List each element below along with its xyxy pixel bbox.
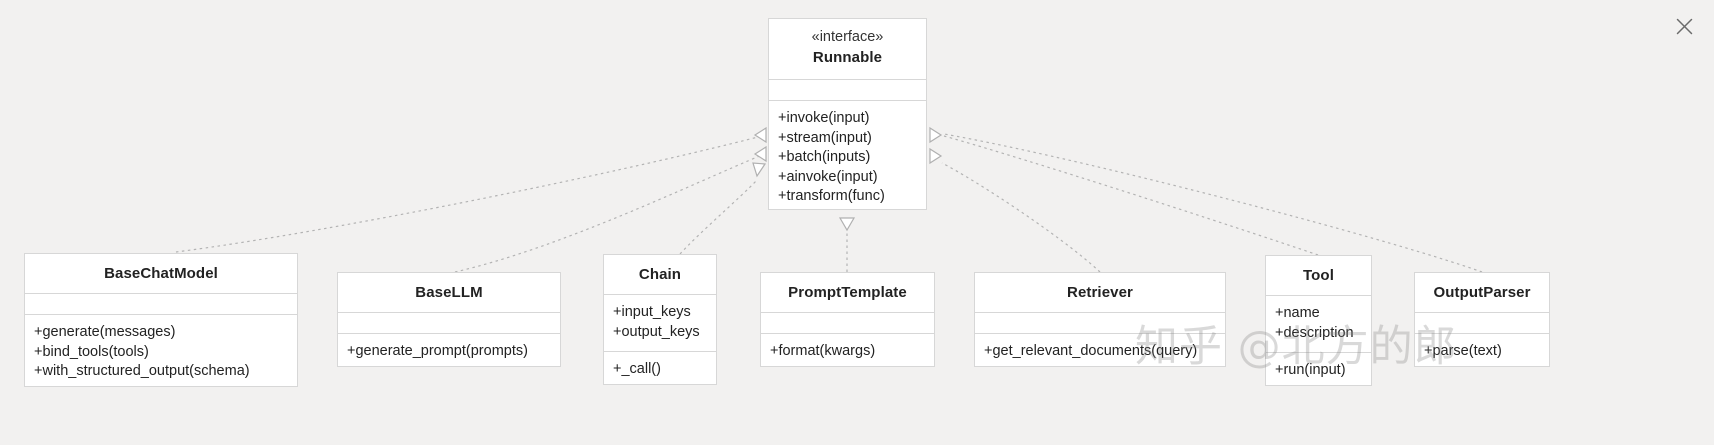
- class-header-basechatmodel: BaseChatModel: [25, 254, 297, 293]
- class-member: +name: [1275, 305, 1320, 321]
- class-box-tool[interactable]: Tool +name +description +run(input): [1265, 255, 1372, 386]
- class-member: +run(input): [1275, 362, 1346, 378]
- methods-compartment-basellm: +generate_prompt(prompts): [338, 334, 560, 371]
- compartment-divider: [25, 314, 297, 315]
- attributes-compartment-outputparser: [1415, 313, 1549, 333]
- compartment-divider: [1266, 352, 1371, 353]
- class-member: +get_relevant_documents(query): [984, 343, 1198, 359]
- class-box-basechatmodel[interactable]: BaseChatModel +generate(messages) +bind_…: [24, 253, 298, 387]
- methods-compartment-prompttemplate: +format(kwargs): [761, 334, 934, 371]
- class-name-basechatmodel: BaseChatModel: [104, 265, 218, 282]
- arrowhead-left-2: [753, 145, 767, 163]
- class-stereotype-runnable: «interface»: [811, 29, 884, 45]
- class-box-basellm[interactable]: BaseLLM +generate_prompt(prompts): [337, 272, 561, 367]
- class-member: +description: [1275, 324, 1354, 341]
- compartment-divider: [1415, 333, 1549, 334]
- close-icon: [1676, 18, 1692, 34]
- compartment-divider: [1415, 312, 1549, 313]
- attributes-compartment-basellm: [338, 313, 560, 333]
- methods-compartment-runnable: +invoke(input) +stream(input) +batch(inp…: [769, 101, 926, 216]
- methods-compartment-outputparser: +parse(text): [1415, 334, 1549, 371]
- class-member: +invoke(input): [778, 110, 870, 126]
- compartment-divider: [975, 333, 1225, 334]
- compartment-divider: [338, 312, 560, 313]
- compartment-divider: [1266, 295, 1371, 296]
- arrowhead-left-3: [752, 162, 767, 178]
- methods-compartment-basechatmodel: +generate(messages) +bind_tools(tools) +…: [25, 315, 297, 391]
- compartment-divider: [25, 293, 297, 294]
- arrowhead-left-1: [753, 126, 767, 144]
- class-name-chain: Chain: [638, 266, 682, 283]
- class-member: +with_structured_output(schema): [34, 363, 250, 379]
- class-member: +bind_tools(tools): [34, 343, 149, 360]
- class-header-retriever: Retriever: [975, 273, 1225, 312]
- class-name-runnable: Runnable: [812, 49, 883, 66]
- class-header-tool: Tool: [1266, 256, 1371, 295]
- methods-compartment-chain: +_call(): [604, 352, 716, 389]
- class-box-outputparser[interactable]: OutputParser +parse(text): [1414, 272, 1550, 367]
- compartment-divider: [769, 100, 926, 101]
- class-member: +input_keys: [613, 304, 691, 320]
- compartment-divider: [761, 312, 934, 313]
- compartment-divider: [338, 333, 560, 334]
- attributes-compartment-tool: +name +description: [1266, 296, 1371, 352]
- compartment-divider: [761, 333, 934, 334]
- class-member: +parse(text): [1424, 343, 1502, 359]
- class-name-tool: Tool: [1303, 267, 1334, 284]
- arrowhead-right-2: [929, 147, 943, 165]
- class-member: +ainvoke(input): [778, 168, 878, 185]
- edge-chain-runnable: [679, 179, 758, 255]
- class-box-retriever[interactable]: Retriever +get_relevant_documents(query): [974, 272, 1226, 367]
- compartment-divider: [604, 351, 716, 352]
- class-member: +generate(messages): [34, 324, 176, 340]
- class-member: +_call(): [613, 361, 661, 377]
- edge-tool-runnable: [943, 135, 1319, 256]
- edge-retriever-runnable: [941, 162, 1101, 273]
- class-header-outputparser: OutputParser: [1415, 273, 1549, 312]
- attributes-compartment-basechatmodel: [25, 294, 297, 314]
- methods-compartment-tool: +run(input): [1266, 353, 1371, 390]
- methods-compartment-retriever: +get_relevant_documents(query): [975, 334, 1225, 371]
- arrowhead-bottom: [838, 217, 856, 232]
- compartment-divider: [604, 294, 716, 295]
- class-member: +transform(func): [778, 188, 885, 204]
- attributes-compartment-retriever: [975, 313, 1225, 333]
- attributes-compartment-runnable: [769, 80, 926, 100]
- class-header-basellm: BaseLLM: [338, 273, 560, 312]
- class-box-runnable[interactable]: «interface» Runnable +invoke(input) +str…: [768, 18, 927, 210]
- class-name-basellm: BaseLLM: [415, 284, 483, 301]
- edge-basechatmodel-runnable: [175, 135, 763, 253]
- close-button[interactable]: [1668, 10, 1700, 42]
- class-box-prompttemplate[interactable]: PromptTemplate +format(kwargs): [760, 272, 935, 367]
- class-member: +stream(input): [778, 129, 872, 146]
- attributes-compartment-prompttemplate: [761, 313, 934, 333]
- class-member: +generate_prompt(prompts): [347, 343, 528, 359]
- compartment-divider: [975, 312, 1225, 313]
- class-member: +output_keys: [613, 323, 700, 340]
- class-header-runnable: «interface» Runnable: [769, 19, 926, 79]
- class-member: +format(kwargs): [770, 343, 876, 359]
- compartment-divider: [769, 79, 926, 80]
- class-box-chain[interactable]: Chain +input_keys +output_keys +_call(): [603, 254, 717, 385]
- edge-outputparser-runnable: [943, 133, 1483, 273]
- class-header-prompttemplate: PromptTemplate: [761, 273, 934, 312]
- arrowhead-right-1: [929, 126, 943, 144]
- class-member: +batch(inputs): [778, 149, 871, 165]
- attributes-compartment-chain: +input_keys +output_keys: [604, 295, 716, 351]
- class-name-retriever: Retriever: [1067, 284, 1133, 301]
- class-name-outputparser: OutputParser: [1433, 284, 1531, 301]
- class-name-prompttemplate: PromptTemplate: [788, 284, 907, 301]
- class-header-chain: Chain: [604, 255, 716, 294]
